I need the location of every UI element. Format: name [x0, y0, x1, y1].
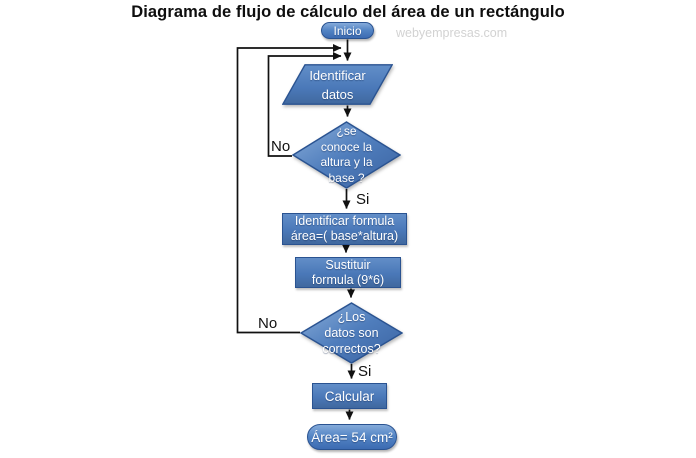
edge-label-no-decision1: No — [271, 138, 291, 155]
parallelogram-shape — [282, 64, 393, 105]
decision2-line: ¿Los — [337, 310, 366, 324]
decision-know-base-height: ¿se conoce la altura y la base ? — [292, 121, 401, 189]
process2-line: Sustituir — [325, 257, 371, 272]
input-line: Identificar — [309, 67, 366, 83]
decision2-line: correctos? — [322, 342, 381, 356]
process-calculate: Calcular — [312, 383, 387, 409]
process-substitute-formula: Sustituir formula (9*6) — [295, 257, 401, 288]
connector-no-loop-outer — [236, 44, 342, 334]
edge-label-no-decision2: No — [258, 315, 278, 332]
edge-label-si-decision1: Si — [356, 191, 370, 208]
decision-data-correct: ¿Los datos son correctos? — [300, 302, 403, 364]
diagram-title: Diagrama de flujo de cálculo del área de… — [131, 3, 565, 21]
decision2-line: datos son — [324, 326, 379, 340]
input-parallelogram: Identificar datos — [282, 64, 393, 105]
process-identify-formula: Identificar formula área=( base*altura) — [282, 213, 407, 245]
input-line: datos — [321, 86, 354, 102]
calculate-label: Calcular — [324, 388, 375, 404]
diamond-shape — [292, 121, 401, 189]
process1-line: área=( base*altura) — [290, 229, 399, 243]
end-terminator: Área= 54 cm² — [307, 424, 397, 450]
process1-line: Identificar formula — [294, 213, 395, 228]
start-terminator: Inicio — [321, 22, 374, 39]
watermark: webyempresas.com — [396, 26, 508, 40]
decision1-line: base ? — [328, 170, 365, 185]
end-label: Área= 54 cm² — [311, 429, 393, 445]
connector-no-loop-inner — [267, 52, 342, 157]
process2-line: formula (9*6) — [311, 272, 385, 287]
diamond-shape — [300, 302, 403, 364]
decision1-line: conoce la — [320, 139, 373, 154]
start-label: Inicio — [333, 23, 362, 38]
decision1-line: altura y la — [320, 155, 373, 169]
decision1-line: ¿se — [336, 124, 357, 138]
edge-label-si-decision2: Si — [358, 363, 372, 380]
